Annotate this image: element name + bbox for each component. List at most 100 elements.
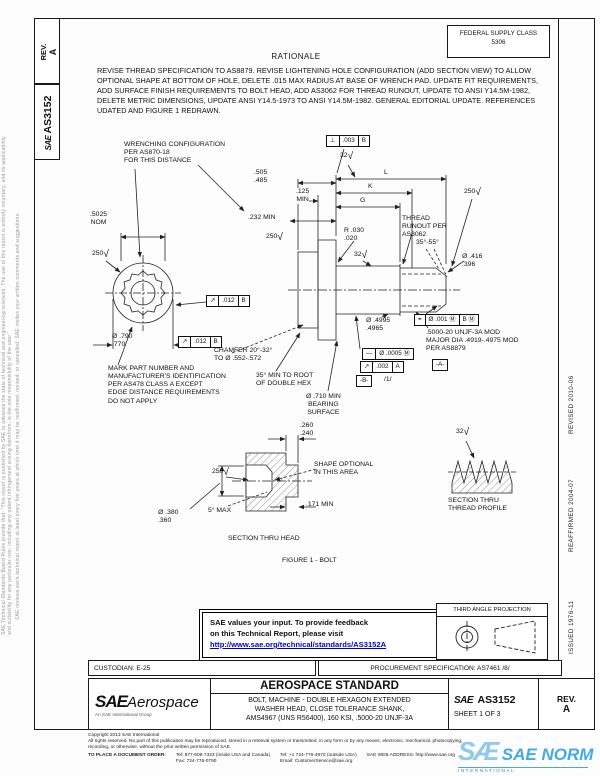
rationale-heading: RATIONALE xyxy=(271,52,321,61)
fcf-perp-datum: B xyxy=(361,137,366,144)
dim-505-485: .505 .485 xyxy=(254,169,268,185)
doc-number-cell: SAE AS3152 SHEET 1 OF 3 xyxy=(449,679,539,729)
shape-optional-note: SHAPE OPTIONAL IN THIS AREA xyxy=(314,461,374,477)
sae-logo-doc: SAE xyxy=(454,695,474,706)
doc-number: AS3152 xyxy=(477,694,516,706)
reaffirmed-date: REAFFIRMED 2004-07 xyxy=(568,479,575,552)
flag-note-1: /1/ xyxy=(384,376,392,383)
fcf-runout-shank: ↗ .002 A xyxy=(360,361,404,374)
third-angle-projection-icon xyxy=(455,620,536,654)
custodian-text: CUSTODIAN: E-25 xyxy=(94,664,151,672)
dim-fillet-radius: R .030 .020 xyxy=(344,227,365,243)
thread-runout-note: THREAD RUNOUT PER AS3062 xyxy=(402,215,447,239)
fcf-runout-shank-datum: A xyxy=(395,363,400,370)
rev-label: REV. xyxy=(556,693,577,704)
thread-spec-note: .5000-20 UNJF-3A MOD MAJOR DIA .4919-.49… xyxy=(426,329,519,353)
double-hex-note: 35° MIN TO ROOT OF DOUBLE HEX xyxy=(256,372,314,388)
fcf-position-tol: Ø .001 Ⓜ xyxy=(426,315,460,326)
fax-number: Fax: 724-776-0790 xyxy=(175,758,217,764)
dim-5-max: 5° MAX xyxy=(208,507,232,514)
gdt-perpendicularity-icon: ⊥ xyxy=(327,136,340,147)
procurement-cell: PROCUREMENT SPECIFICATION: AS7461 /8/ xyxy=(318,660,562,676)
title-block: SAEAerospace An SAE International Group … xyxy=(88,678,595,730)
projection-box: THIRD ANGLE PROJECTION xyxy=(436,603,548,660)
marking-note: MARK PART NUMBER AND MANUFACTURER'S IDEN… xyxy=(108,365,226,405)
footer-fine-print: Copyright 2013 SAE International All rig… xyxy=(88,733,566,765)
federal-supply-class-box: FEDERAL SUPPLY CLASS 5306 xyxy=(447,25,550,58)
feedback-box: SAE values your input. To provide feedba… xyxy=(199,609,458,661)
issued-date: ISSUED 1976-11 xyxy=(568,600,575,654)
feedback-line2: on this Technical Report, please visit xyxy=(210,629,344,638)
dim-K: K xyxy=(366,183,375,192)
copyright-line: Copyright 2013 SAE International xyxy=(88,733,160,738)
fcf-runout-head2-tol: .012 xyxy=(191,337,211,348)
section-head-caption: SECTION THRU HEAD xyxy=(228,535,300,542)
standard-type-heading: AEROSPACE STANDARD xyxy=(211,679,448,694)
dim-L: L xyxy=(382,169,390,178)
rights-line-1: All rights reserved. No part of this pub… xyxy=(88,739,463,745)
sae-logo-small: SAE xyxy=(43,135,53,151)
order-label: TO PLACE A DOCUMENT ORDER: xyxy=(88,752,166,758)
datum-a: -A- xyxy=(432,359,449,372)
feedback-link[interactable]: http://www.sae.org/technical/standards/A… xyxy=(210,640,387,649)
fcf-perpendicularity: ⊥ .003 B xyxy=(326,135,370,148)
fcf-runout-shank-tol: .002 xyxy=(373,362,393,373)
dim-G: G xyxy=(358,197,368,206)
dim-790-770: Ø .790 .770 xyxy=(112,333,133,349)
fcf-runout-head2-datum: B xyxy=(213,338,218,345)
dim-260-240: .260 .240 xyxy=(300,422,314,438)
fcf-perp-tolerance: .003 xyxy=(340,136,359,147)
standard-title-cell: AEROSPACE STANDARD BOLT, MACHINE - DOUBL… xyxy=(211,679,449,729)
rationale-body: REVISE THREAD SPECIFICATION TO AS8879. R… xyxy=(97,66,539,116)
figure-1-drawing xyxy=(93,148,516,512)
projection-label: THIRD ANGLE PROJECTION xyxy=(437,604,547,617)
doc-number-side: AS3152 xyxy=(42,95,54,134)
surface-finish-250-head: 250 xyxy=(266,232,283,243)
federal-supply-class-label: FEDERAL SUPPLY CLASS xyxy=(459,30,538,37)
fcf-runout-head-lower: ↗ .012 B xyxy=(178,336,222,349)
fcf-runout-head-tol: .012 xyxy=(219,296,239,307)
tel-international: Tel: +1 724-776-4970 (outside USA) xyxy=(280,752,357,758)
fcf-straightness: — Ø .0005 Ⓜ xyxy=(362,348,414,361)
custodian-cell: CUSTODIAN: E-25 xyxy=(88,660,316,676)
sae-logo: SAE xyxy=(95,691,128,711)
dim-380-360: Ø .380 .360 xyxy=(158,509,179,525)
dim-232-min: .232 MIN xyxy=(248,214,276,221)
sheet-number: SHEET 1 OF 3 xyxy=(454,711,501,718)
left-margin-disclaimer-outer: SAE Technical Standards Board Rules prov… xyxy=(1,136,13,635)
rev-value: A xyxy=(562,703,571,715)
dim-416-396: Ø .416 .396 xyxy=(462,253,483,269)
standard-title: BOLT, MACHINE - DOUBLE HEXAGON EXTENDED … xyxy=(246,697,413,723)
fcf-runout-head-upper: ↗ .012 B xyxy=(206,295,250,308)
feedback-line1: SAE values your input. To provide feedba… xyxy=(210,618,369,627)
gdt-position-icon: ⌖ xyxy=(415,315,426,326)
chamfer-note: CHAMFER 20°-32° TO Ø .552-.572 xyxy=(214,347,273,363)
dim-shank-diameter: Ø .4995 .4965 xyxy=(366,317,391,333)
aerospace-logo-text: Aerospace xyxy=(126,693,199,711)
gdt-runout-icon: ↗ xyxy=(361,362,374,373)
tel-domestic: Tel: 877-606-7323 (inside USA and Canada… xyxy=(175,752,271,758)
dim-125-min: .125 MIN xyxy=(296,188,310,205)
fcf-straightness-tol: Ø .0005 Ⓜ xyxy=(379,350,410,357)
gdt-straightness-icon: — xyxy=(363,349,377,360)
procurement-text: PROCUREMENT SPECIFICATION: AS7461 /8/ xyxy=(370,664,510,672)
fcf-position: ⌖ Ø .001 Ⓜ B Ⓜ xyxy=(414,314,479,327)
surface-finish-32-head: 32 xyxy=(340,151,353,162)
section-thread-caption: SECTION THRU THREAD PROFILE xyxy=(448,497,507,513)
dim-5025-nom: .5025 NOM xyxy=(90,211,108,227)
sae-logo-subtitle: An SAE International Group xyxy=(95,711,152,717)
dim-171-min: .171 MIN xyxy=(306,501,334,508)
gdt-runout-icon: ↗ xyxy=(179,337,192,348)
surface-finish-32-profile: 32 xyxy=(456,427,469,438)
figure-1-container: WRENCHING CONFIGURATION PER AS870-18 FOR… xyxy=(60,135,560,605)
figure-caption: FIGURE 1 - BOLT xyxy=(282,557,337,564)
bearing-surface-note: Ø .710 MIN BEARING SURFACE xyxy=(306,393,341,417)
surface-finish-32-shank: 32 xyxy=(354,250,367,261)
gdt-runout-icon: ↗ xyxy=(207,296,220,307)
revised-date: REVISED 2010-06 xyxy=(568,375,575,434)
rights-line-2: recording, or otherwise, without the pri… xyxy=(88,745,232,751)
rev-cell: REV. A xyxy=(539,679,594,729)
left-margin-disclaimer-inner: SAE reviews each technical report at lea… xyxy=(15,212,21,620)
sae-aerospace-logo: SAEAerospace An SAE International Group xyxy=(89,679,211,729)
